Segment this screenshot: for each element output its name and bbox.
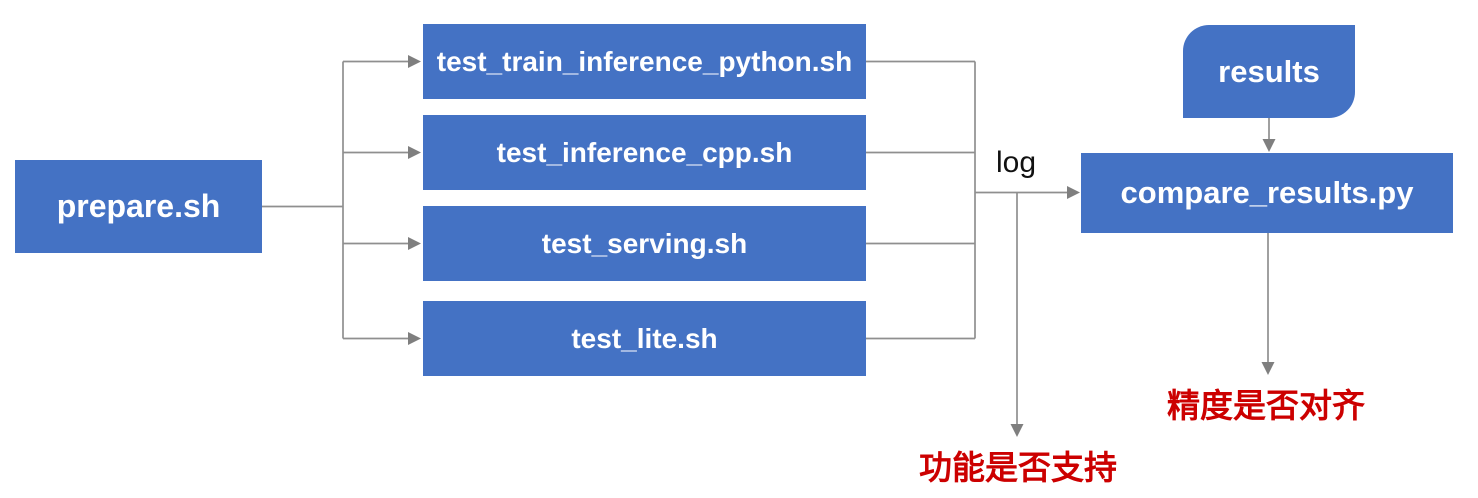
- node-test-train-inference-python: test_train_inference_python.sh: [423, 24, 866, 99]
- node-results: results: [1183, 25, 1355, 118]
- edge-tests-to-merge: [866, 60, 976, 340]
- node-test-train-inference-python-label: test_train_inference_python.sh: [436, 45, 853, 77]
- edge-compare-down: [1261, 233, 1275, 375]
- edge-label-log: log: [995, 146, 1037, 179]
- node-test-inference-cpp-label: test_inference_cpp.sh: [496, 136, 793, 168]
- node-prepare-sh: prepare.sh: [15, 160, 262, 253]
- edge-fanout-to-test-3: [343, 237, 421, 250]
- node-test-inference-cpp: test_inference_cpp.sh: [423, 115, 866, 190]
- annotation-function-support: 功能是否支持: [919, 449, 1117, 486]
- node-test-lite: test_lite.sh: [423, 301, 866, 376]
- node-prepare-sh-label: prepare.sh: [56, 188, 221, 224]
- node-compare-results-py: compare_results.py: [1081, 153, 1453, 233]
- edge-prepare-to-fanout: [262, 61, 344, 339]
- node-test-serving: test_serving.sh: [423, 206, 866, 281]
- node-test-serving-label: test_serving.sh: [541, 227, 748, 259]
- edge-fanout-to-test-1: [343, 55, 421, 68]
- edge-results-to-compare: [1262, 118, 1276, 152]
- edge-log-to-compare: [975, 186, 1080, 199]
- edge-fanout-to-test-4: [343, 332, 421, 345]
- edge-fanout-to-test-2: [343, 146, 421, 159]
- node-test-lite-label: test_lite.sh: [571, 322, 718, 354]
- edge-log-down: [1010, 192, 1024, 437]
- node-compare-results-py-label: compare_results.py: [1120, 175, 1414, 210]
- node-results-label: results: [1218, 53, 1320, 89]
- annotation-precision-aligned: 精度是否对齐: [1167, 387, 1365, 424]
